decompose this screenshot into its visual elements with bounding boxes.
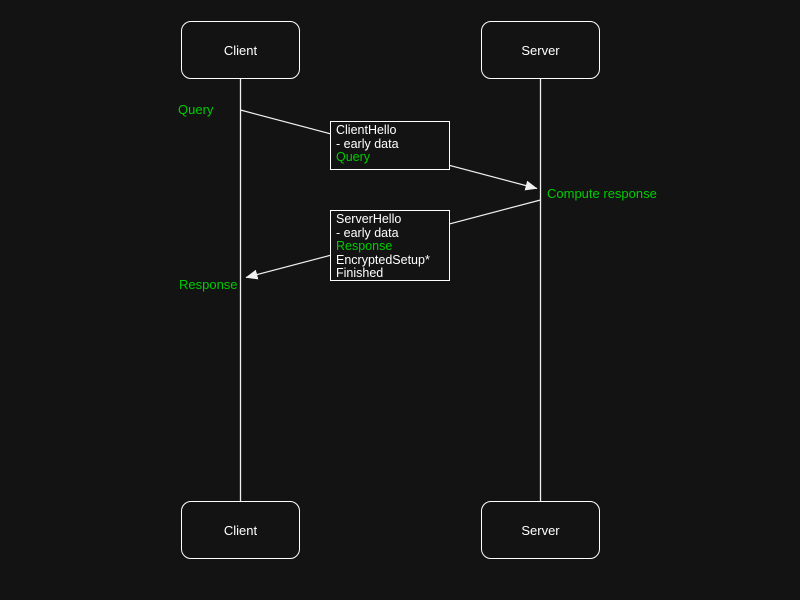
clienthello-line: Query <box>336 150 371 164</box>
serverhello-line: EncryptedSetup* <box>336 252 430 267</box>
actor-client-top-label: Client <box>223 42 258 58</box>
serverhello-message-box: ServerHello - early data Response Encryp… <box>330 210 450 281</box>
actor-server-bottom: Server <box>481 501 600 559</box>
serverhello-line: Response <box>336 239 393 253</box>
actor-server-top-label: Server <box>521 42 560 58</box>
actor-client-top: Client <box>181 21 300 79</box>
clienthello-line: - early data <box>336 136 399 151</box>
actor-client-bottom: Client <box>181 501 300 559</box>
serverhello-line: - early data <box>336 225 399 240</box>
query-annotation: Query <box>178 102 214 117</box>
serverhello-line: Finished <box>336 266 384 280</box>
actor-server-top: Server <box>481 21 600 79</box>
clienthello-message-box: ClientHello - early data Query <box>330 121 450 170</box>
actor-client-bottom-label: Client <box>223 522 258 538</box>
actor-server-bottom-label: Server <box>521 522 560 538</box>
compute-response-annotation: Compute response <box>547 186 657 201</box>
serverhello-line: ServerHello <box>336 212 402 226</box>
clienthello-line: ClientHello <box>336 123 397 137</box>
response-annotation: Response <box>179 277 238 292</box>
